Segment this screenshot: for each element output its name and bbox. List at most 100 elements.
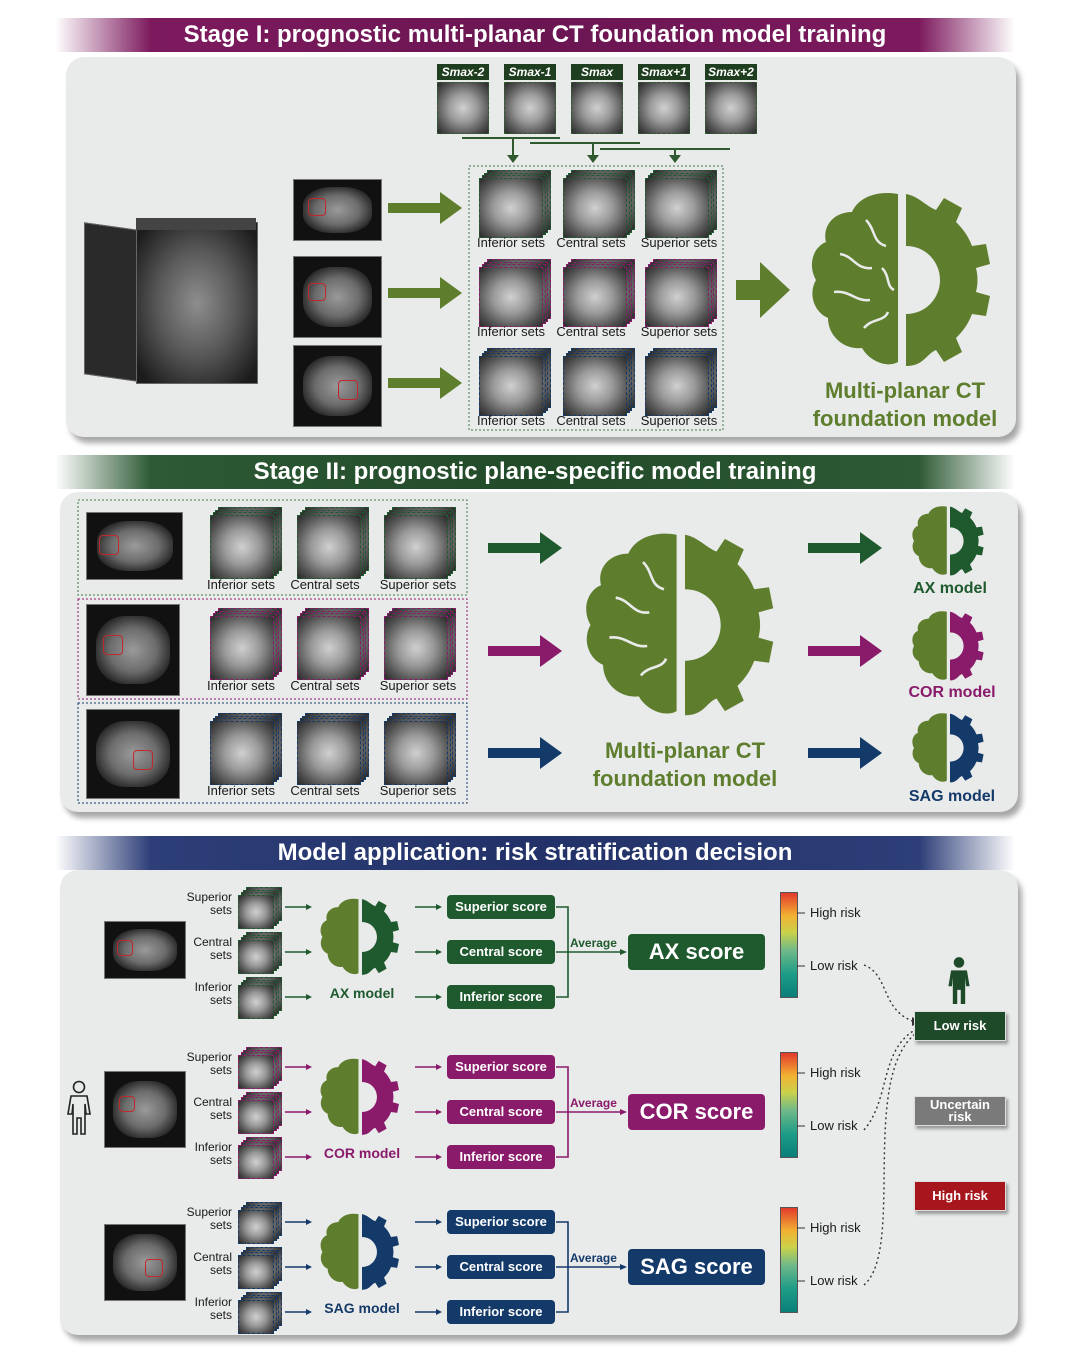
score-box-inferior: Inferior score <box>447 1145 555 1169</box>
slice-tile <box>645 177 709 238</box>
caption-central-sets: Central sets <box>290 577 360 592</box>
high-risk-decision: High risk <box>914 1181 1006 1211</box>
set-label-line1: Superior <box>186 1205 232 1219</box>
risk-scale-bar <box>780 1207 798 1313</box>
slice-tile <box>479 266 543 327</box>
score-box-central: Central score <box>447 940 555 964</box>
set-label-line2: sets <box>209 1218 232 1232</box>
model-title-line2: foundation model <box>592 766 778 791</box>
slice-tile <box>238 1054 274 1089</box>
score-box-central: Central score <box>447 1255 555 1279</box>
sagittal-ct-image <box>86 709 180 799</box>
stage2-panel <box>60 492 1018 812</box>
cor-model-label: COR model <box>323 1145 401 1161</box>
slice-label-smax: Smax <box>571 64 623 80</box>
slice-image <box>504 82 556 134</box>
set-label-line1: Central <box>193 1095 232 1109</box>
brain-gear-icon <box>811 192 990 366</box>
sagittal-ct-image <box>293 345 382 427</box>
low-risk-label: Low risk <box>810 1118 858 1133</box>
caption-superior-sets: Superior sets <box>640 324 718 339</box>
slice-tile <box>563 177 627 238</box>
set-label-line1: Superior <box>186 890 232 904</box>
cor-model-icon <box>320 1058 399 1135</box>
slice-image <box>437 82 489 134</box>
coronal-ct-image <box>293 256 382 338</box>
score-box-inferior: Inferior score <box>447 1300 555 1324</box>
person-icon <box>948 957 970 1004</box>
stage2-title: Stage II: prognostic plane-specific mode… <box>253 458 817 485</box>
slice-label-smax+2: Smax+2 <box>705 64 757 80</box>
image-set-stack <box>238 1292 282 1334</box>
slice-tile <box>210 615 274 680</box>
score-box-superior: Superior score <box>447 895 555 919</box>
stage1-model-title: Multi-planar CT foundation model <box>790 377 1020 433</box>
slice-tile <box>238 984 274 1019</box>
slice-tile <box>645 266 709 327</box>
slice-tile <box>563 266 627 327</box>
slice-tile <box>238 1299 274 1334</box>
model-title-line2: foundation model <box>812 406 998 431</box>
score-box-superior: Superior score <box>447 1055 555 1079</box>
slice-tile <box>384 514 448 579</box>
image-set-stack <box>563 259 635 327</box>
caption-central-sets: Central sets <box>556 413 626 428</box>
slice-tile <box>238 894 274 929</box>
stage2-banner: Stage II: prognostic plane-specific mode… <box>55 455 1015 489</box>
sag-model-label: SAG model <box>324 1300 400 1316</box>
coronal-ct-image <box>86 604 180 696</box>
slice-image <box>571 82 623 134</box>
image-set-stack <box>297 507 369 579</box>
high-risk-label: High risk <box>810 1220 861 1235</box>
image-set-stack <box>479 348 551 416</box>
image-set-stack <box>384 713 456 785</box>
low-risk-label: Low risk <box>810 1273 858 1288</box>
application-title: Model application: risk stratification d… <box>277 839 793 866</box>
slice-tile <box>238 939 274 974</box>
ax-model-icon <box>320 898 399 975</box>
sag-score-box: SAG score <box>628 1249 765 1285</box>
high-risk-label: High risk <box>810 905 861 920</box>
set-label-line1: Superior <box>186 1050 232 1064</box>
image-set-stack <box>645 348 717 416</box>
sag-model-icon <box>912 713 984 783</box>
slice-tile <box>238 1209 274 1244</box>
image-set-stack <box>238 1047 282 1089</box>
set-label-line2: sets <box>209 1263 232 1277</box>
slice-tile <box>238 1144 274 1179</box>
caption-superior-sets: Superior sets <box>379 577 457 592</box>
slice-label-smax+1: Smax+1 <box>638 64 690 80</box>
risk-scale-bar <box>780 1052 798 1158</box>
cor-model-icon <box>912 611 984 681</box>
uncertain-risk-decision: Uncertain risk <box>914 1096 1006 1126</box>
image-set-stack <box>479 170 551 238</box>
caption-central-sets: Central sets <box>290 678 360 693</box>
caption-inferior-sets: Inferior sets <box>207 678 275 693</box>
slice-tile <box>238 1099 274 1134</box>
image-set-stack <box>645 259 717 327</box>
risk-scale-bar <box>780 892 798 998</box>
caption-inferior-sets: Inferior sets <box>207 783 275 798</box>
image-set-stack <box>479 259 551 327</box>
uncertain-line2: risk <box>948 1109 972 1124</box>
average-label: Average <box>570 936 617 950</box>
image-set-stack <box>297 713 369 785</box>
slice-tile <box>297 514 361 579</box>
image-set-stack <box>238 887 282 929</box>
score-box-inferior: Inferior score <box>447 985 555 1009</box>
image-set-stack <box>238 1247 282 1289</box>
slice-tile <box>210 720 274 785</box>
brain-gear-icon <box>586 533 774 716</box>
caption-superior-sets: Superior sets <box>640 413 718 428</box>
slice-label-smax-2: Smax-2 <box>437 64 489 80</box>
set-label-line2: sets <box>209 993 232 1007</box>
cor-model-label: COR model <box>908 684 996 701</box>
ct-volume-cube <box>84 218 264 388</box>
set-label-line2: sets <box>209 948 232 962</box>
caption-central-sets: Central sets <box>556 324 626 339</box>
